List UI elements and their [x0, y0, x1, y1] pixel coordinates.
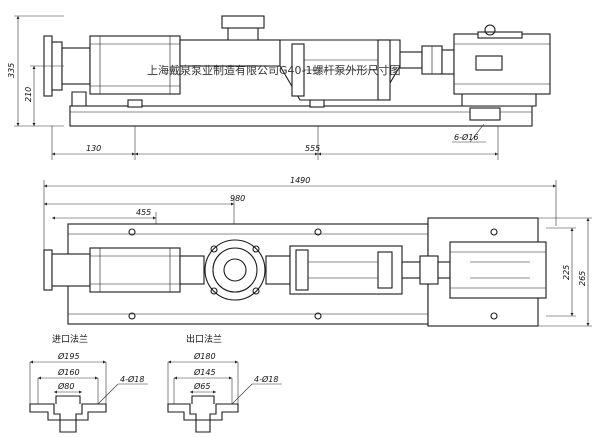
- outlet-dim-holes: 4-Ø18: [254, 374, 278, 384]
- outlet-flange-title: 出口法兰: [186, 333, 222, 345]
- dim-width-inner: 225: [562, 265, 571, 280]
- side-stator: [89, 35, 181, 95]
- side-base: [69, 105, 533, 127]
- inlet-dim-holes: 4-Ø18: [120, 374, 144, 384]
- top-stator: [89, 247, 181, 293]
- inlet-dim-outer: Ø195: [57, 351, 80, 361]
- inlet-dim-bore: Ø80: [57, 381, 74, 391]
- inlet-flange-detail: 进口法兰 Ø195 Ø160 Ø80 4-Ø18: [29, 333, 148, 433]
- inlet-flange-title: 进口法兰: [52, 333, 88, 345]
- side-view: 335 210 130 555 6-Ø16: [7, 15, 551, 160]
- dim-bolt-holes: 6-Ø16: [454, 132, 478, 142]
- side-outlet-flange: [221, 15, 265, 29]
- dim-to-inlet-end: 455: [136, 208, 151, 217]
- inlet-dim-bolt-circle: Ø160: [57, 367, 80, 377]
- top-inlet-flange: [43, 249, 53, 291]
- top-view: 1490 980 455: [43, 176, 592, 327]
- dim-overall-length: 1490: [290, 176, 310, 185]
- dim-width-outer: 265: [578, 271, 587, 286]
- dim-base-length: 555: [305, 144, 320, 153]
- side-outlet-body: [179, 39, 281, 67]
- outlet-dim-bore: Ø65: [193, 381, 210, 391]
- top-coupling: [419, 255, 439, 285]
- outlet-flange-detail: 出口法兰 Ø180 Ø145 Ø65 4-Ø18: [167, 333, 282, 433]
- dim-height-total: 335: [7, 63, 16, 78]
- top-outlet-flange: [204, 239, 266, 301]
- dim-height-center: 210: [24, 87, 33, 102]
- dim-to-outlet: 980: [230, 194, 245, 203]
- dim-left-spacing: 130: [86, 144, 101, 153]
- watermark-text: 上海戴泉泵业制造有限公司G40-1螺杆泵外形尺寸图: [147, 63, 401, 77]
- top-motor: [449, 241, 547, 299]
- outlet-dim-outer: Ø180: [193, 351, 216, 361]
- outlet-dim-bolt-circle: Ø145: [193, 367, 216, 377]
